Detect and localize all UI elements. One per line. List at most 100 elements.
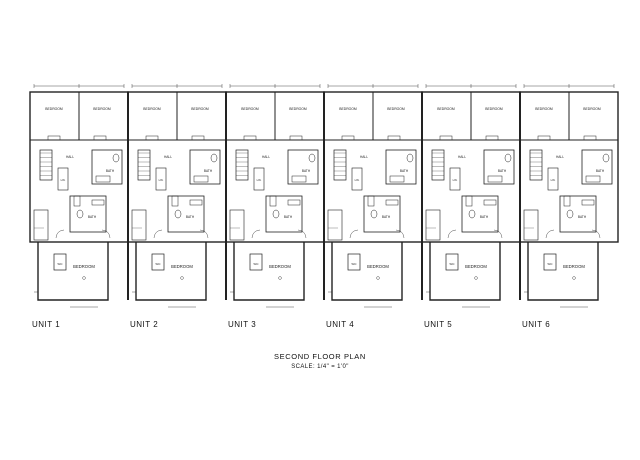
upper-bedroom-label: BEDROOM [387,107,405,111]
door-swing [101,229,111,239]
door-swing [297,229,307,239]
lower-bath-label: BATH [480,215,489,219]
upper-bath [287,149,319,185]
upper-bath-label: BATH [400,169,409,173]
linen-label: LIN. [159,178,164,182]
door-swing [251,229,261,239]
lower-bath-label: BATH [578,215,587,219]
upper-bath-label: BATH [302,169,311,173]
upper-bedroom-label: BEDROOM [583,107,601,111]
toilet-icon [406,153,414,163]
side-closet [327,209,343,241]
toilet-icon [468,209,476,219]
unit-2-label: UNIT 2 [130,320,159,329]
closet [145,135,159,141]
stair-well [529,149,543,181]
light-fixture-icon [180,276,184,280]
lower-bath-label: BATH [284,215,293,219]
upper-bedroom-label: BEDROOM [437,107,455,111]
outer-wall-lower [429,242,501,301]
lower-bath [461,195,499,233]
hall-label: HALL [66,155,74,159]
light-fixture-icon [572,276,576,280]
sink [287,199,301,206]
toilet-icon [174,209,182,219]
outer-wall-lower [135,242,207,301]
walk-in-closet [53,253,67,271]
upper-bath-label: BATH [596,169,605,173]
unit-5-label: UNIT 5 [424,320,453,329]
stair-well [431,149,445,181]
toilet-icon [76,209,84,219]
upper-bedroom-label: BEDROOM [241,107,259,111]
sink [385,199,399,206]
vanity [389,175,405,183]
toilet-icon [566,209,574,219]
closet-label: W/C [253,262,258,266]
light-fixture-icon [474,276,478,280]
sink [483,199,497,206]
stair-well [235,149,249,181]
upper-bedroom-label: BEDROOM [485,107,503,111]
hall-label: HALL [458,155,466,159]
upper-bath-label: BATH [498,169,507,173]
plan-title: SECOND FLOOR PLAN [274,352,366,361]
lower-bath [265,195,303,233]
toilet-icon [210,153,218,163]
side-closet [523,209,539,241]
toilet-icon [602,153,610,163]
vanity [487,175,503,183]
lower-bath [363,195,401,233]
main-bedroom-label: BEDROOM [171,264,193,269]
unit-1-label: UNIT 1 [32,320,61,329]
unit-4-label: UNIT 4 [326,320,355,329]
closet [387,135,401,141]
door-swing [447,229,457,239]
shower [563,195,571,207]
walk-in-closet [151,253,165,271]
upper-bath [385,149,417,185]
door-swing [395,229,405,239]
upper-bedroom-label: BEDROOM [535,107,553,111]
upper-bedroom-label: BEDROOM [143,107,161,111]
plan-scale: SCALE: 1/4" = 1'0" [291,364,349,370]
outer-wall-lower [37,242,109,301]
door-swing [493,229,503,239]
door-swing [199,229,209,239]
upper-bath-label: BATH [106,169,115,173]
shower [73,195,81,207]
shower [367,195,375,207]
hall-label: HALL [556,155,564,159]
stair-well [39,149,53,181]
door-swing [349,229,359,239]
door-swing [591,229,601,239]
toilet-icon [272,209,280,219]
shower [465,195,473,207]
upper-bath-label: BATH [204,169,213,173]
outer-wall-lower [331,242,403,301]
vanity [585,175,601,183]
closet [289,135,303,141]
linen-label: LIN. [551,178,556,182]
door-swing [545,229,555,239]
toilet-icon [504,153,512,163]
upper-bedroom-label: BEDROOM [339,107,357,111]
closet [537,135,551,141]
closet-label: W/C [155,262,160,266]
sink [91,199,105,206]
upper-bath [91,149,123,185]
side-closet [229,209,245,241]
upper-bath [189,149,221,185]
linen-closet [449,167,461,191]
linen-label: LIN. [257,178,262,182]
linen-closet [547,167,559,191]
vanity [95,175,111,183]
side-closet [425,209,441,241]
shower [171,195,179,207]
